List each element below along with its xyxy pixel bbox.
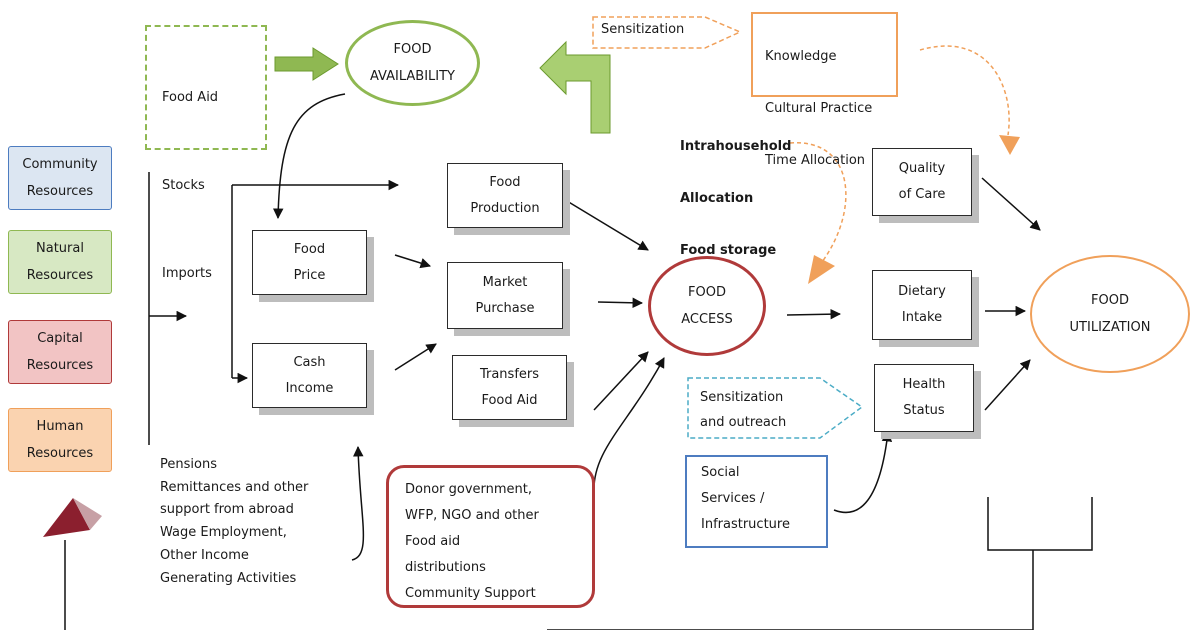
transfers-food-aid-box: Transfers Food Aid [452, 355, 567, 420]
sensitization-outreach-label: Sensitization and outreach [700, 390, 787, 430]
feedback-loop-lines [64, 497, 1093, 630]
imports-label: Imports [162, 266, 212, 281]
orange-curve-arrow-left [789, 142, 847, 284]
green-bent-arrow [539, 40, 611, 134]
intrahousehold-item: Intrahousehold [680, 139, 792, 154]
sensitization-arrow-shape [592, 16, 742, 49]
income-sources-text: Pensions Remittances and other support f… [160, 457, 309, 586]
food-aid-label: Food Aid [162, 90, 219, 105]
knowledge-item: Knowledge [765, 49, 837, 64]
community-resources-box: Community Resources [8, 146, 112, 210]
food-access-ellipse: FOOD ACCESS [648, 256, 766, 356]
knowledge-box: Knowledge Cultural Practice Time Allocat… [751, 12, 898, 168]
donor-support-box: Donor government, WFP, NGO and other Foo… [386, 465, 595, 608]
food-price-box: Food Price [252, 230, 367, 295]
social-services-box: Social Services / Infrastructure [685, 455, 828, 548]
natural-resources-box: Natural Resources [8, 230, 112, 294]
market-purchase-box: Market Purchase [447, 262, 563, 329]
orange-curve-arrow-right [919, 45, 1020, 155]
intrahousehold-item: Allocation [680, 191, 754, 206]
health-status-box: Health Status [874, 364, 974, 432]
human-resources-box: Human Resources [8, 408, 112, 472]
flow-arrows [351, 177, 1041, 561]
food-utilization-ellipse: FOOD UTILIZATION [1030, 255, 1190, 373]
human-resources-up-arrow [43, 498, 102, 537]
knowledge-item: Cultural Practice [765, 101, 873, 116]
cash-income-box: Cash Income [252, 343, 367, 408]
outreach-arrow-shape [687, 377, 864, 439]
capital-resources-box: Capital Resources [8, 320, 112, 384]
food-availability-ellipse: FOOD AVAILABILITY [345, 20, 480, 106]
intrahousehold-labels: Intrahousehold Allocation Food storage [680, 108, 791, 290]
quality-of-care-box: Quality of Care [872, 148, 972, 216]
knowledge-item: Time Allocation [765, 153, 866, 168]
food-production-box: Food Production [447, 163, 563, 228]
dietary-intake-box: Dietary Intake [872, 270, 972, 340]
green-right-arrow [274, 47, 339, 81]
intrahousehold-item: Food storage [680, 243, 777, 258]
resource-flow-lines [148, 93, 400, 445]
stocks-label: Stocks [162, 178, 205, 193]
supply-sources-box: Food Aid Stocks Imports [145, 25, 267, 281]
sensitization-label: Sensitization [601, 22, 685, 37]
